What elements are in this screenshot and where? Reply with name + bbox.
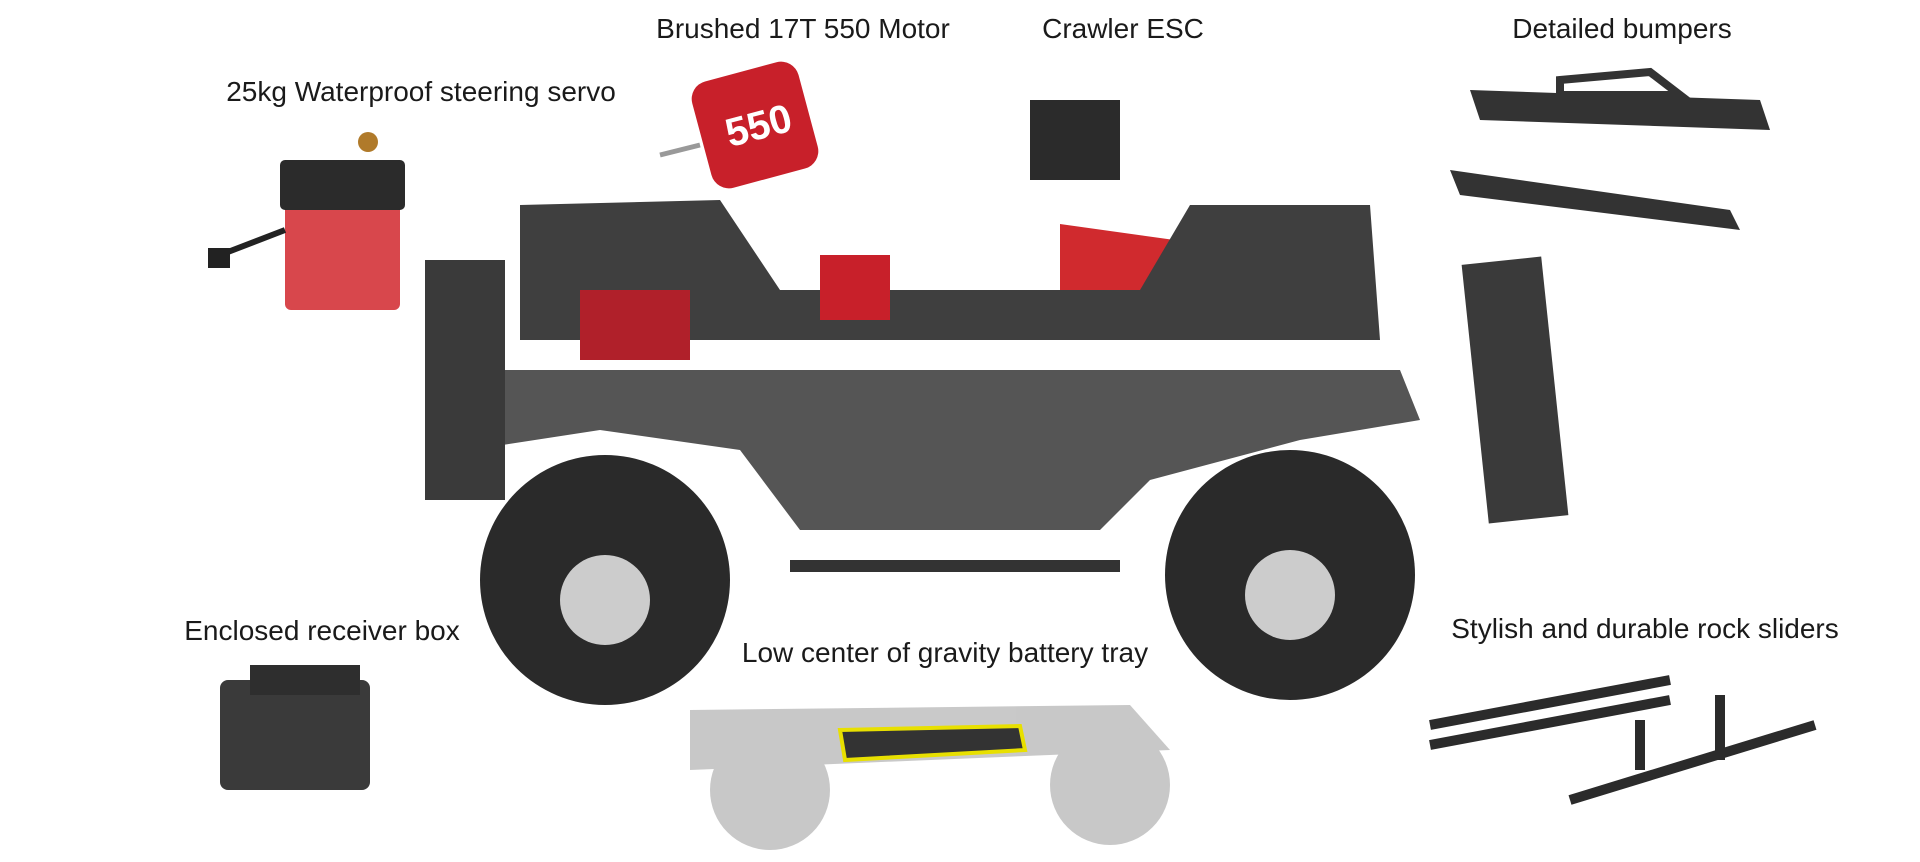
battery-highlight <box>837 723 1028 763</box>
bumpers-label: Detailed bumpers <box>1512 13 1732 44</box>
rock-sliders-image <box>1429 675 1817 805</box>
battery-tray-label: Low center of gravity battery tray <box>741 637 1149 668</box>
chassis-image <box>425 200 1569 705</box>
rock-sliders-label: Stylish and durable rock sliders <box>1451 613 1839 644</box>
motor-label: Brushed 17T 550 Motor <box>656 13 950 44</box>
servo-image <box>208 132 405 310</box>
esc-label: Crawler ESC <box>1042 13 1204 44</box>
bumpers-image <box>1450 67 1770 230</box>
receiver-box-image <box>220 665 370 790</box>
receiver-label: Enclosed receiver box <box>184 615 460 646</box>
servo-label: 25kg Waterproof steering servo <box>226 76 616 107</box>
motor-image: 550 <box>659 61 819 189</box>
